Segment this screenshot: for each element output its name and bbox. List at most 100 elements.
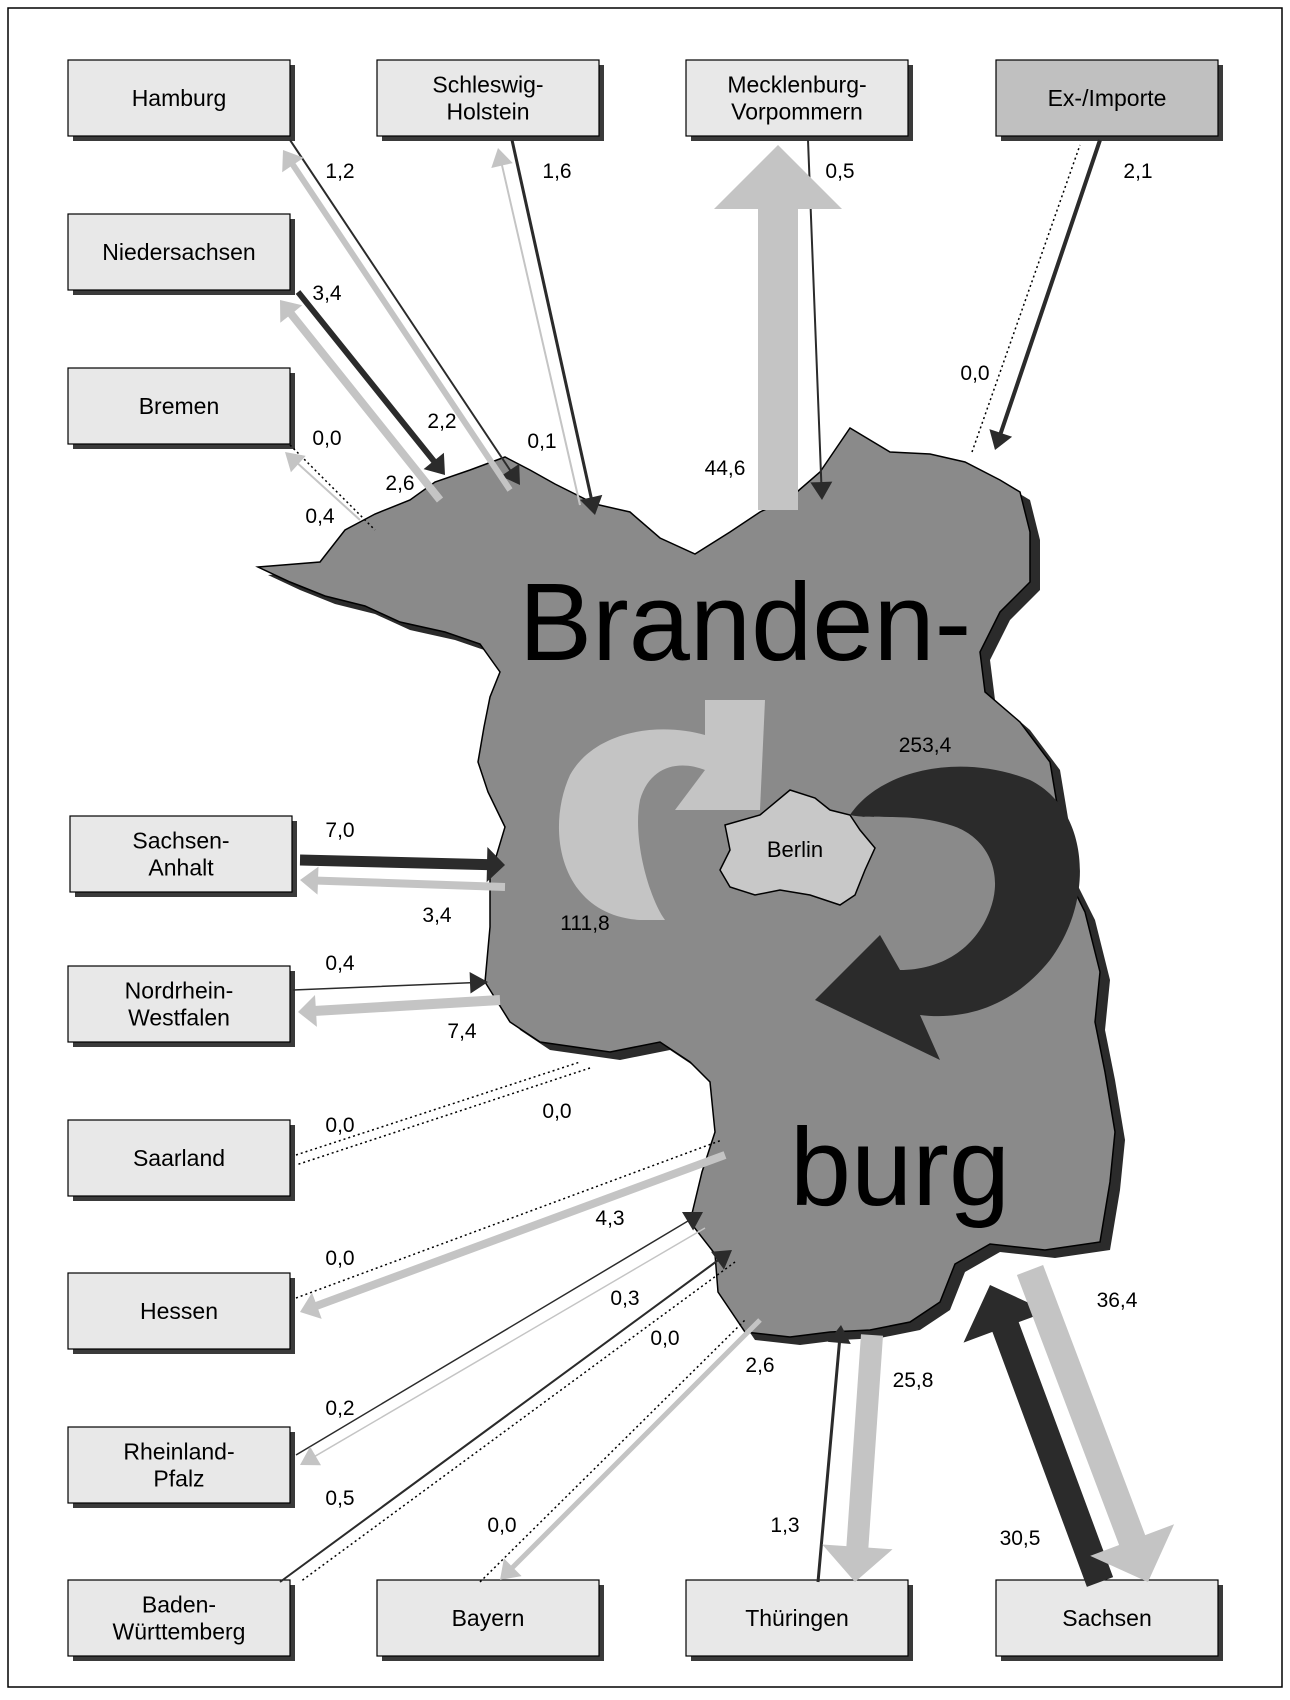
arrow-out-thueringen: [816, 1325, 851, 1583]
value-in-bremen: 0,4: [305, 505, 335, 528]
value-out-hamburg: 1,2: [325, 160, 354, 183]
box-rect: [376, 59, 600, 137]
arrow-out-niedersachsen: [295, 290, 445, 475]
region-label: Sachsen-: [132, 828, 229, 854]
value-out-baden: 0,5: [325, 1487, 354, 1510]
region-label: Thüringen: [745, 1605, 849, 1631]
value-in-baden: 0,0: [650, 1327, 679, 1350]
arrow-in-nrw: [298, 995, 501, 1027]
region-box-sachsen: Sachsen: [995, 1579, 1223, 1661]
value-in-bayern: 2,6: [745, 1354, 774, 1377]
arrow-in-niedersachsen: [280, 300, 444, 503]
value-in-sachsen: 36,4: [1097, 1289, 1138, 1312]
region-box-nrw: Nordrhein-Westfalen: [67, 965, 295, 1047]
region-box-mecklenburg: Mecklenburg-Vorpommern: [685, 59, 913, 141]
value-to-berlin: 111,8: [560, 912, 609, 935]
value-in-thueringen: 25,8: [893, 1369, 934, 1392]
box-rect: [67, 1272, 291, 1350]
region-label: Baden-: [142, 1592, 216, 1618]
box-rect: [376, 1579, 600, 1657]
region-label: Anhalt: [148, 855, 214, 881]
box-rect: [67, 59, 291, 137]
value-in-mecklenburg: 44,6: [705, 457, 746, 480]
title-top: Branden-: [519, 561, 972, 684]
region-label: Pfalz: [153, 1466, 204, 1492]
arrow-out-eximporte: [989, 139, 1102, 450]
arrow-out-saarland: [295, 1061, 581, 1156]
box-rect: [67, 213, 291, 291]
arrow-in-saarland: [295, 1067, 591, 1166]
value-out-sachsen: 30,5: [1000, 1527, 1041, 1550]
arrow-in-bayern: [500, 1318, 762, 1580]
box-rect: [67, 1579, 291, 1657]
box-rect: [995, 1579, 1219, 1657]
box-rect: [67, 367, 291, 445]
region-box-baden: Baden-Württemberg: [67, 1579, 295, 1661]
region-box-bayern: Bayern: [376, 1579, 604, 1661]
value-out-eximporte: 2,1: [1123, 160, 1152, 183]
value-out-sachsen-anhalt: 7,0: [325, 819, 354, 842]
region-label: Vorpommern: [731, 99, 863, 125]
arrow-out-rheinland: [295, 1212, 703, 1456]
arrow-out-mecklenburg: [807, 140, 833, 500]
arrow-in-rheinland: [300, 1227, 706, 1466]
arrow-out-hessen: [295, 1139, 723, 1299]
box-rect: [995, 59, 1219, 137]
region-label: Niedersachsen: [102, 239, 255, 265]
frame: [7, 7, 1283, 1688]
berlin-label: Berlin: [767, 837, 823, 862]
region-box-thueringen: Thüringen: [685, 1579, 913, 1661]
arrow-in-sachsen-anhalt: [300, 866, 506, 895]
box-rect: [67, 1426, 291, 1504]
arrow-in-schleswig: [491, 148, 581, 506]
berlin-shape: [719, 789, 876, 906]
arrow-out-hamburg: [289, 139, 520, 485]
region-label: Saarland: [133, 1145, 225, 1171]
title-bottom: burg: [790, 1106, 1010, 1229]
value-out-saarland: 0,0: [325, 1114, 354, 1137]
value-in-saarland: 0,0: [542, 1100, 571, 1123]
value-in-sachsen-anhalt: 3,4: [422, 904, 452, 927]
flow-to-berlin-arrow: [558, 700, 765, 920]
value-out-schleswig: 1,6: [542, 160, 571, 183]
region-label: Hamburg: [132, 85, 227, 111]
arrow-in-hamburg: [282, 150, 513, 492]
value-out-bremen: 0,0: [312, 427, 341, 450]
value-in-rheinland: 0,3: [610, 1287, 639, 1310]
region-box-hessen: Hessen: [67, 1272, 295, 1354]
arrow-out-sachsen-anhalt: [299, 847, 505, 883]
value-in-nrw: 7,4: [447, 1020, 477, 1043]
region-boxes: Hamburg Schleswig-Holstein Mecklenburg-Vor…: [67, 59, 1223, 1661]
arrow-in-hessen: [300, 1151, 727, 1319]
region-label: Württemberg: [113, 1619, 246, 1645]
region-box-hamburg: Hamburg: [67, 59, 295, 141]
value-in-niedersachsen: 2,2: [427, 410, 456, 433]
arrow-out-baden: [279, 1250, 732, 1583]
value-out-thueringen: 1,3: [770, 1514, 799, 1537]
arrow-in-sachsen: [1016, 1265, 1175, 1582]
arrow-in-bremen: [285, 452, 361, 521]
value-from-berlin: 253,4: [899, 734, 952, 757]
region-box-schleswig: Schleswig-Holstein: [376, 59, 604, 141]
region-label: Nordrhein-: [125, 978, 234, 1004]
box-rect: [685, 1579, 909, 1657]
value-out-nrw: 0,4: [325, 952, 355, 975]
box-rect: [67, 965, 291, 1043]
region-box-rheinland: Rheinland-Pfalz: [67, 1426, 295, 1508]
arrow-out-bayern: [479, 1319, 746, 1583]
value-out-rheinland: 0,2: [325, 1397, 354, 1420]
box-rect: [67, 1119, 291, 1197]
region-label: Hessen: [140, 1298, 218, 1324]
region-box-bremen: Bremen: [67, 367, 295, 449]
region-box-niedersachsen: Niedersachsen: [67, 213, 295, 295]
arrow-in-thueringen: [822, 1334, 893, 1582]
arrow-in-eximporte: [971, 144, 1081, 453]
value-out-bayern: 0,0: [487, 1514, 516, 1537]
box-rect: [685, 59, 909, 137]
region-box-sachsen-anhalt: Sachsen-Anhalt: [69, 815, 297, 897]
region-label: Holstein: [446, 99, 529, 125]
value-in-hessen: 4,3: [595, 1207, 624, 1230]
flow-values: 1,22,63,42,20,00,41,60,10,544,62,10,07,0…: [305, 160, 1152, 1550]
